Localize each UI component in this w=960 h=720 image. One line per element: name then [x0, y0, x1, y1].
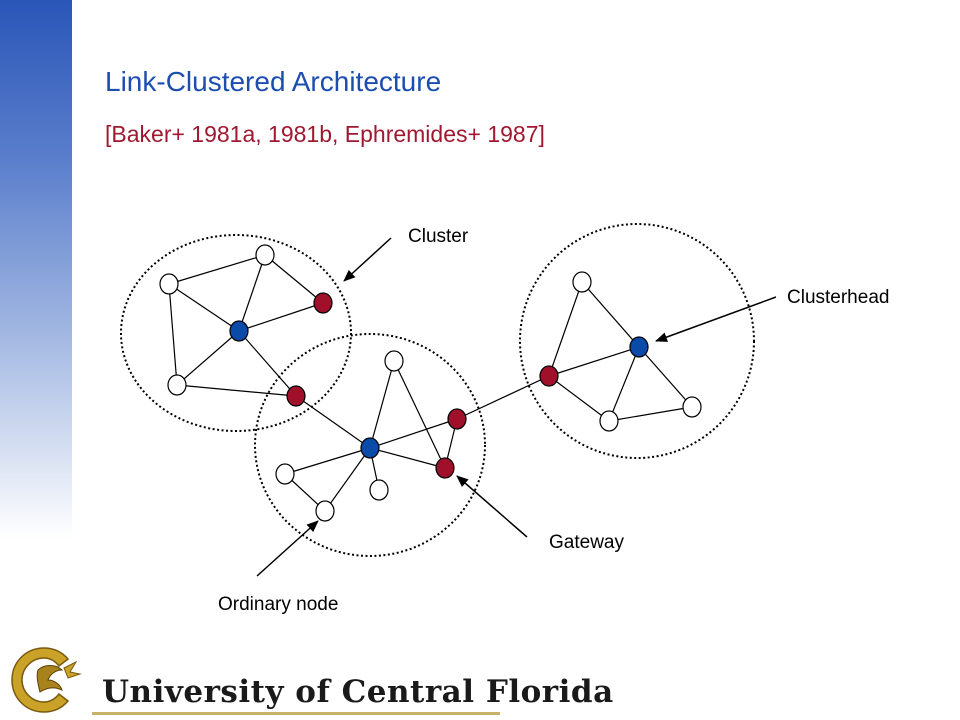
link	[548, 281, 583, 377]
ordinary-node	[572, 271, 592, 293]
link	[284, 447, 371, 475]
cluster-label: Cluster	[408, 226, 469, 247]
clusterhead-node	[629, 336, 649, 358]
link	[548, 375, 610, 422]
university-pegasus-logo	[11, 647, 82, 713]
link	[581, 281, 640, 348]
cluster-boundary-right	[519, 223, 755, 459]
link	[369, 418, 458, 449]
link	[238, 254, 266, 332]
link	[295, 395, 371, 449]
gateway-label: Gateway	[549, 532, 624, 553]
ordinary-node	[159, 273, 179, 295]
link	[264, 254, 324, 304]
gateway-node	[313, 292, 333, 314]
link	[548, 346, 640, 377]
link	[608, 346, 640, 422]
ordinary-node-label: Ordinary node	[218, 594, 339, 615]
slide-title: Link-Clustered Architecture	[105, 66, 442, 97]
link	[608, 406, 693, 422]
cluster-arrow	[343, 237, 392, 282]
link	[456, 375, 550, 420]
link	[324, 447, 371, 512]
clusterhead-node	[360, 437, 380, 459]
cluster-boundaries	[120, 223, 755, 557]
gateway-node	[539, 365, 559, 387]
clusterhead-label: Clusterhead	[787, 287, 890, 308]
slide-subtitle: [Baker+ 1981a, 1981b, Ephremides+ 1987]	[105, 121, 545, 147]
ordinary-node	[369, 479, 389, 501]
links	[168, 254, 693, 512]
link	[369, 360, 395, 449]
link	[168, 283, 178, 386]
link	[238, 302, 324, 332]
ordinary-node-arrow	[256, 520, 319, 577]
ordinary-node	[255, 244, 275, 266]
link	[168, 283, 240, 332]
link	[176, 330, 240, 386]
clusterhead-arrow	[655, 296, 777, 342]
clusterhead-node	[229, 320, 249, 342]
ordinary-node	[384, 350, 404, 372]
university-name: University of Central Florida	[102, 674, 614, 710]
ordinary-node	[167, 374, 187, 396]
ordinary-node	[599, 410, 619, 432]
gateway-node	[447, 408, 467, 430]
cluster-boundary-left	[120, 234, 352, 432]
gateway-node	[286, 385, 306, 407]
link	[176, 384, 297, 397]
cluster-boundary-middle	[254, 333, 486, 557]
link	[638, 346, 693, 408]
gateway-nodes	[286, 292, 559, 479]
side-accent-bar	[0, 0, 72, 540]
link	[369, 447, 446, 469]
gateway-node	[435, 457, 455, 479]
footer-rule	[92, 712, 500, 715]
ordinary-nodes	[159, 244, 702, 522]
clusterhead-nodes	[229, 320, 649, 459]
gateway-arrow	[456, 475, 528, 538]
link	[393, 360, 446, 469]
link	[168, 254, 266, 285]
ordinary-node	[275, 463, 295, 485]
link	[238, 330, 297, 397]
ordinary-node	[682, 396, 702, 418]
callout-arrows	[256, 237, 777, 577]
ordinary-node	[315, 500, 335, 522]
